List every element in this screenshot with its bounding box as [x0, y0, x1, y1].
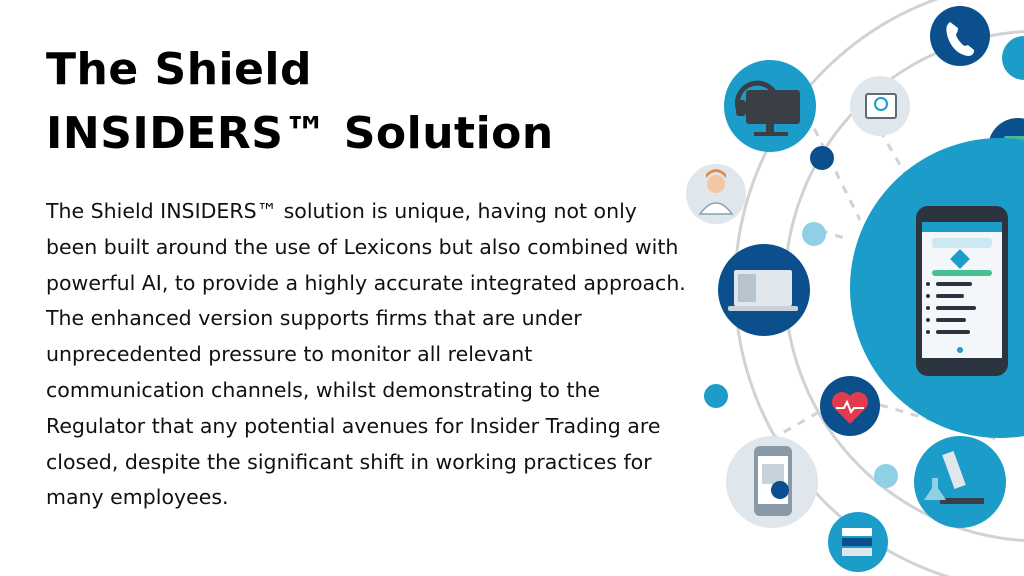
title-line-1: The Shield [46, 44, 313, 95]
calendar-phone-icon [726, 436, 818, 528]
headset-monitor-icon [724, 60, 816, 152]
phone-icon [930, 6, 990, 66]
doctor-icon [686, 164, 746, 224]
smartphone-app-icon [850, 138, 1024, 438]
node-dot [802, 222, 826, 246]
tablet-stack-icon [828, 512, 888, 572]
title-line-2: INSIDERS™ Solution [46, 108, 554, 159]
node-dot [810, 146, 834, 170]
description-paragraph: The Shield INSIDERS™ solution is unique,… [46, 199, 686, 510]
email-icon [850, 76, 910, 136]
node-dot [874, 464, 898, 488]
node-dot [704, 384, 728, 408]
network-illustration [686, 0, 1024, 576]
laptop-icon [718, 244, 810, 336]
page-title: The Shield INSIDERS™ Solution [46, 38, 686, 166]
microscope-icon [914, 436, 1006, 528]
heartbeat-icon [820, 376, 880, 436]
